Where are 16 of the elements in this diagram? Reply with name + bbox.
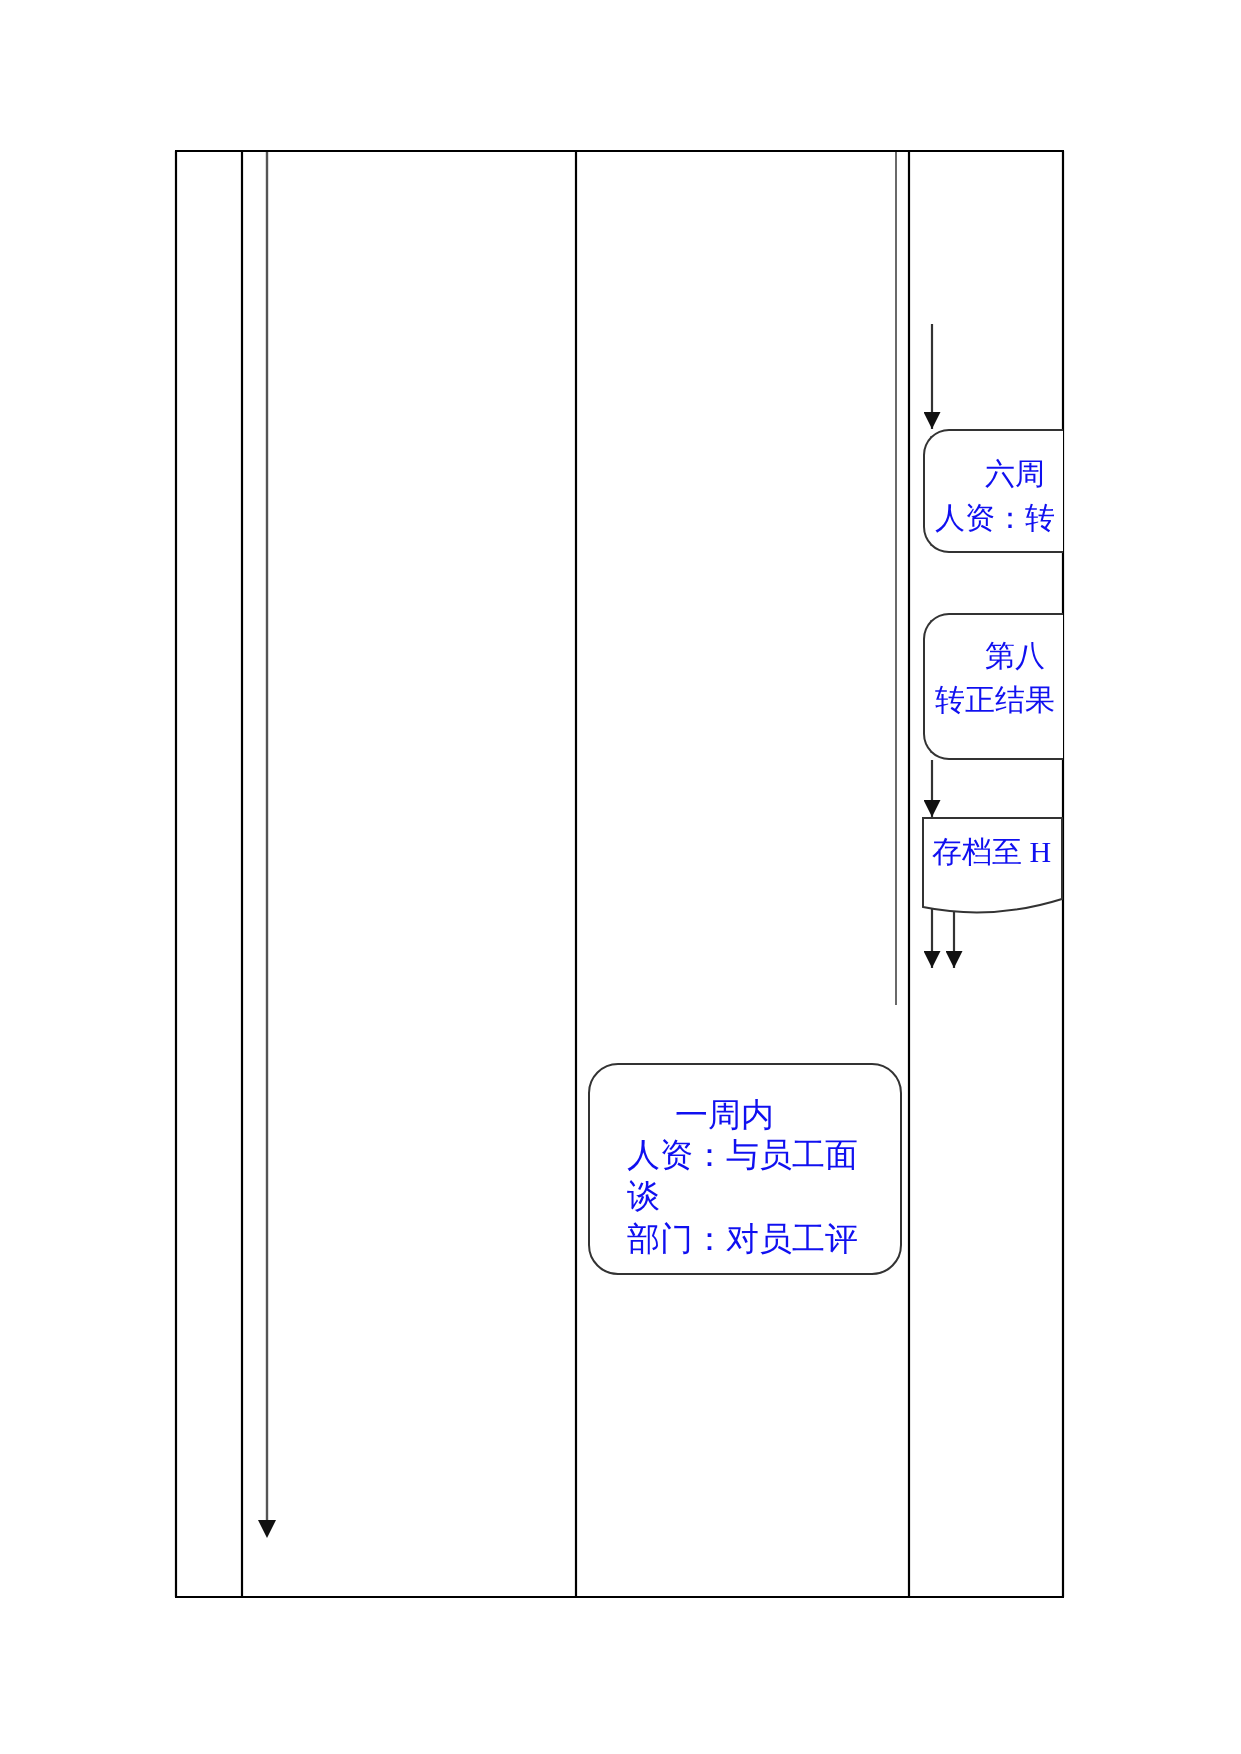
arrow xyxy=(945,911,963,968)
arrow xyxy=(923,324,941,429)
process-box xyxy=(588,1063,902,1275)
process-box xyxy=(923,613,1063,760)
step-heading: 第八 xyxy=(985,638,1045,674)
step-text: 部门：对员工评 xyxy=(627,1220,858,1259)
step-text: 转正结果 xyxy=(935,682,1055,718)
step-text: 人资：与员工面谈 xyxy=(627,1136,859,1217)
step-text: 人资：转 xyxy=(935,500,1055,536)
step-heading: 一周内 xyxy=(675,1096,774,1135)
arrow xyxy=(923,909,941,968)
process-box xyxy=(923,429,1063,553)
step-heading: 六周 xyxy=(985,456,1045,492)
document-shape xyxy=(922,817,1063,915)
step-text: 存档至 H xyxy=(932,834,1052,870)
arrow xyxy=(923,760,941,817)
